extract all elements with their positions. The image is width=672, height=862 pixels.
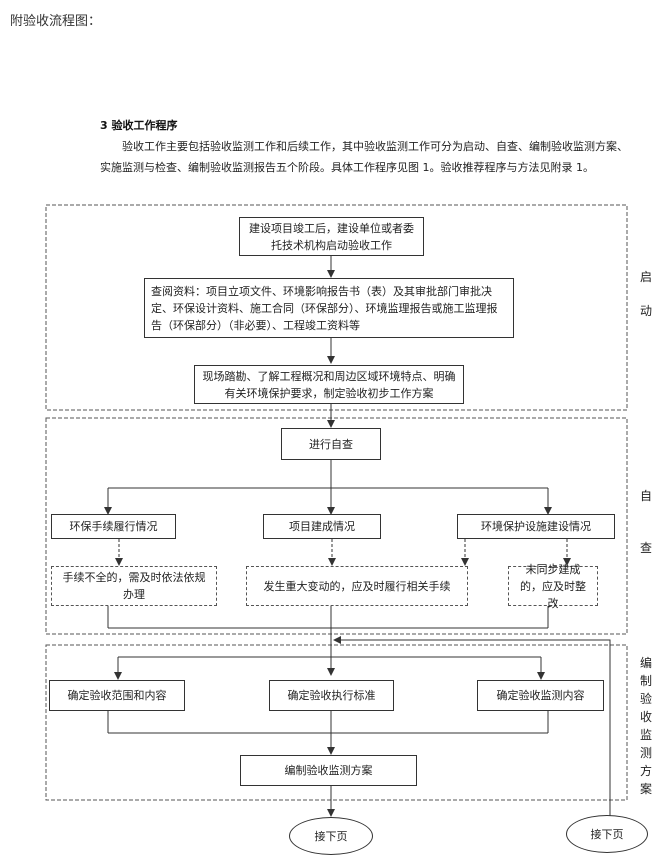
- box-start-project: 建设项目竣工后，建设单位或者委托技术机构启动验收工作: [239, 217, 424, 256]
- line-loop-right: [336, 639, 611, 820]
- box-site-survey: 现场踏勘、了解工程概况和周边区域环境特点、明确有关环境保护要求，制定验收初步工作…: [194, 365, 464, 404]
- box-check-procedures: 环保手续履行情况: [51, 514, 176, 539]
- box-plan-compile: 编制验收监测方案: [240, 755, 417, 786]
- phase-frame-self-check: [45, 417, 628, 635]
- box-plan-scope: 确定验收范围和内容: [49, 680, 185, 711]
- box-check-facilities: 环境保护设施建设情况: [457, 514, 615, 539]
- phase-frame-plan: [45, 644, 628, 801]
- note-procedures: 手续不全的，需及时依法依规办理: [51, 566, 217, 606]
- phase-label-self-check: 自 查: [639, 489, 652, 555]
- intro-paragraph: 验收工作主要包括验收监测工作和后续工作，其中验收监测工作可分为启动、自查、编制验…: [100, 140, 628, 174]
- phase-frame-start: [45, 204, 628, 411]
- section-title: 3 验收工作程序: [100, 119, 178, 132]
- page-title: 附验收流程图：: [10, 14, 102, 29]
- box-review-documents: 查阅资料：项目立项文件、环境影响报告书（表）及其审批部门审批决定、环保设计资料、…: [144, 278, 514, 338]
- note-construction: 发生重大变动的，应及时履行相关手续: [246, 566, 468, 606]
- next-page-oval-1: 接下页: [289, 817, 373, 855]
- box-check-construction: 项目建成情况: [263, 514, 381, 539]
- note-facilities: 未同步建成的，应及时整改: [508, 563, 598, 610]
- box-plan-content: 确定验收监测内容: [477, 680, 604, 711]
- phase-label-start: 启 动: [639, 270, 652, 318]
- box-self-check: 进行自查: [281, 428, 381, 460]
- phase-label-plan: 编 制 验 收 监 测 方 案: [639, 656, 652, 796]
- box-plan-standard: 确定验收执行标准: [269, 680, 394, 711]
- next-page-oval-2: 接下页: [566, 815, 648, 853]
